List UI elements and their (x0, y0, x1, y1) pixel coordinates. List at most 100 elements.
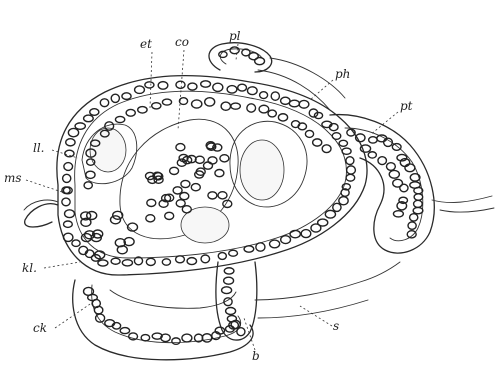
cell-nucleus (270, 240, 280, 248)
cell-nucleus (176, 256, 185, 263)
cell-nucleus (290, 230, 300, 237)
label-ph: ph (335, 67, 350, 81)
cell-nucleus (126, 109, 135, 116)
cell-nucleus (135, 86, 145, 94)
cell-nucleus (414, 200, 423, 207)
left-flap (25, 204, 58, 227)
cell-nucleus (208, 192, 217, 199)
label-pt: pt (400, 99, 413, 113)
cell-nucleus (342, 148, 351, 154)
cell-nucleus (188, 83, 197, 90)
label-co: co (175, 35, 189, 49)
cell-nucleus (208, 157, 217, 164)
cell-nucleus (213, 83, 223, 91)
cell-nucleus (271, 92, 279, 100)
leader-ph (310, 80, 333, 100)
cell-nucleus (393, 211, 403, 217)
cell-nucleus (170, 167, 179, 174)
label-pl: pl (229, 29, 241, 43)
cell-nucleus (220, 155, 229, 162)
cell-nucleus (75, 123, 85, 129)
cell-nucleus (201, 255, 210, 263)
cell-nucleus (339, 140, 347, 146)
cell-nucleus (346, 157, 354, 165)
cell-nucleus (84, 115, 94, 122)
s-fiber (255, 262, 400, 318)
cell-nucleus (152, 103, 161, 109)
label-ck: ck (33, 321, 47, 335)
cell-nucleus (191, 184, 200, 191)
cell-nucleus (405, 164, 415, 172)
cell-nucleus (120, 328, 129, 334)
cell-nucleus (299, 100, 309, 108)
cell-nucleus (314, 112, 322, 118)
cell-nucleus (221, 102, 230, 110)
cell-nucleus (301, 230, 311, 238)
label-ll: ll. (33, 141, 45, 155)
cell-nucleus (165, 212, 174, 219)
leader-ck (55, 300, 96, 328)
cell-nucleus (187, 258, 196, 265)
cell-nucleus (180, 193, 189, 200)
leader-pl (236, 44, 238, 60)
cell-nucleus (215, 170, 224, 177)
cell-nucleus (64, 163, 73, 171)
cell-nucleus (182, 334, 192, 342)
cell-nucleus (281, 236, 291, 244)
cell-nucleus (98, 260, 108, 266)
cell-nucleus (63, 233, 72, 241)
cell-nucleus (305, 130, 313, 137)
cell-nucleus (146, 258, 155, 265)
leader-co (178, 50, 184, 130)
cell-nucleus (202, 334, 212, 342)
cell-nucleus (218, 253, 226, 260)
cell-nucleus (400, 184, 408, 192)
label-ms: ms (4, 171, 22, 185)
label-s: s (333, 319, 339, 333)
cell-nucleus (222, 287, 232, 294)
cell-nucleus (138, 107, 147, 114)
cell-nucleus (244, 246, 254, 252)
cell-nucleus (65, 150, 74, 157)
label-et: et (140, 37, 152, 51)
cell-nucleus (146, 215, 155, 222)
right-tail (432, 196, 494, 212)
cell-nucleus (111, 94, 119, 102)
cell-nucleus (205, 98, 215, 106)
cell-nucleus (192, 100, 202, 108)
cell-nucleus (322, 145, 331, 153)
cell-nucleus (176, 200, 185, 207)
cell-nucleus (368, 152, 376, 158)
cell-nucleus (281, 97, 290, 104)
cell-nucleus (162, 99, 171, 105)
label-kl: kl. (22, 261, 37, 275)
cell-nucleus (179, 98, 187, 105)
cell-nucleus (158, 82, 168, 90)
cell-nucleus (408, 222, 416, 229)
cell-nucleus (224, 268, 234, 274)
cell-nucleus (162, 259, 170, 265)
leader-s (300, 306, 332, 326)
cell-nucleus (201, 81, 211, 87)
cell-nucleus (392, 144, 401, 151)
cell-nucleus (237, 328, 245, 336)
cell-nucleus (260, 92, 268, 99)
leader-ms (26, 180, 62, 192)
cell-nucleus (141, 335, 150, 341)
cell-nucleus (62, 198, 70, 206)
cell-nucleus (346, 174, 355, 181)
cell-nucleus (230, 47, 239, 54)
cell-nucleus (231, 103, 240, 109)
leader-et (150, 52, 152, 108)
cell-nucleus (172, 338, 180, 344)
cell-nucleus (413, 207, 423, 213)
cell-nucleus (204, 162, 213, 169)
cell-nucleus (247, 87, 257, 95)
label-b: b (252, 349, 260, 363)
cell-nucleus (268, 110, 276, 117)
cell-nucleus (145, 82, 154, 88)
cell-nucleus (313, 139, 322, 146)
cell-nucleus (249, 53, 258, 60)
cell-nucleus (325, 210, 335, 218)
